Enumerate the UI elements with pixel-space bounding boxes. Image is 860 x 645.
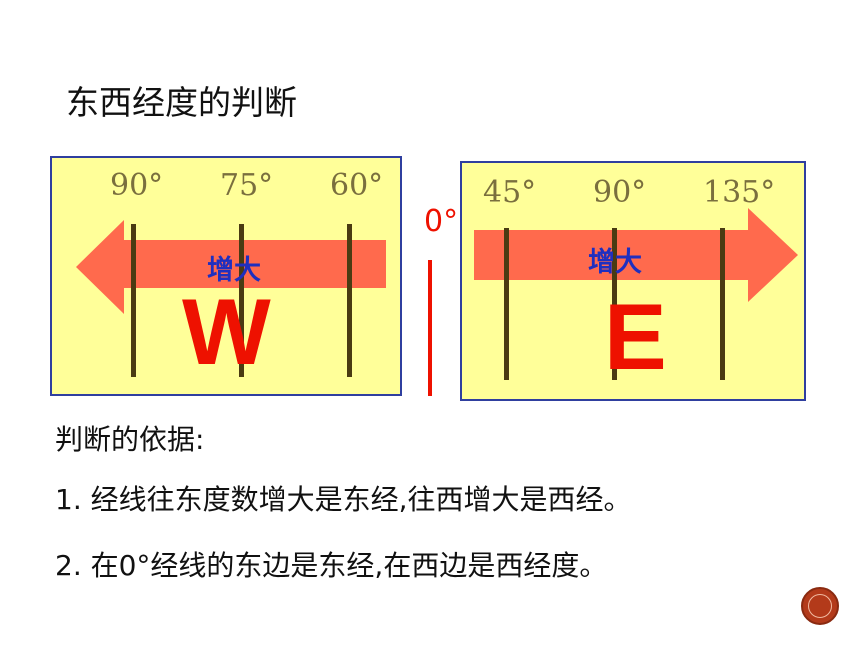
prime-meridian-line: [428, 260, 432, 396]
west-increase-arrow: [76, 220, 386, 314]
west-degree-label: 75°: [220, 168, 274, 203]
rule-item: 1. 经线往东度数增大是东经,往西增大是西经。: [55, 483, 632, 516]
east-degree-label: 45°: [483, 175, 537, 210]
prime-meridian-label: 0°: [424, 204, 459, 239]
west-letter: W: [182, 279, 271, 384]
slide-nav-button[interactable]: [801, 587, 839, 625]
east-meridian-line: [612, 228, 617, 380]
east-arrow-label: 增大: [588, 247, 642, 278]
east-meridian-line: [504, 228, 509, 380]
page-title: 东西经度的判断: [66, 83, 297, 122]
basis-heading: 判断的依据:: [55, 423, 205, 456]
east-degree-label: 90°: [593, 175, 647, 210]
east-increase-arrow: [474, 208, 798, 302]
west-arrow-label: 增大: [207, 255, 261, 286]
west-degree-label: 60°: [330, 168, 384, 203]
east-letter: E: [604, 284, 667, 389]
east-meridian-line: [720, 228, 725, 380]
west-meridian-line: [347, 224, 352, 377]
west-degree-label: 90°: [110, 168, 164, 203]
west-meridian-line: [239, 224, 244, 377]
rule-item: 2. 在0°经线的东边是东经,在西边是西经度。: [55, 549, 608, 582]
east-degree-label: 135°: [703, 175, 776, 210]
west-meridian-line: [131, 224, 136, 377]
